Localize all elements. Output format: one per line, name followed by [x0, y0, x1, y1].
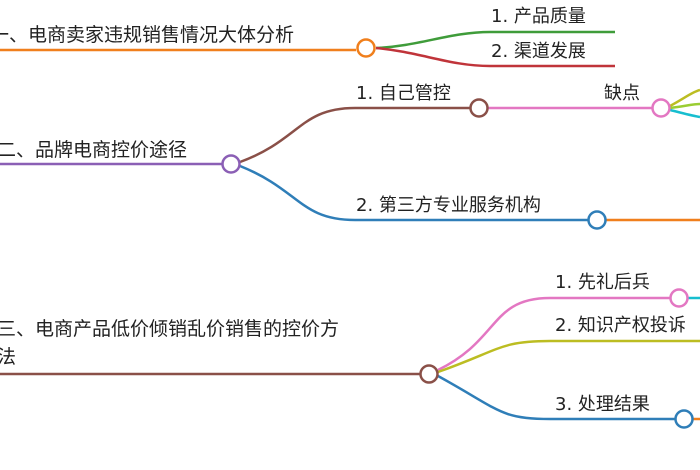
child-3-1-label[interactable]: 1. 先礼后兵: [555, 272, 650, 293]
connector-2-2: [239, 164, 588, 222]
connector-3-2: [437, 339, 700, 374]
child-3-3-node[interactable]: [674, 409, 694, 429]
connector-3-3: [437, 374, 675, 421]
child-3-3-label[interactable]: 3. 处理结果: [555, 394, 650, 415]
connector-1-2: [375, 46, 615, 68]
child-1-1-label[interactable]: 1. 产品质量: [491, 6, 586, 27]
grandchild-2-1-1-node[interactable]: [651, 98, 671, 118]
child-3-2-label[interactable]: 2. 知识产权投诉: [555, 315, 686, 336]
branch-1-label[interactable]: 一、电商卖家违规销售情况大体分析: [0, 24, 295, 46]
connector-2-1-1-out-2: [669, 102, 700, 110]
connector-2-1-1-out-1: [669, 88, 700, 108]
child-2-1-node[interactable]: [469, 98, 489, 118]
branch-2-node[interactable]: [221, 154, 241, 174]
branch-3-label[interactable]: 三、电商产品低价倾销乱价销售的控价方: [0, 318, 340, 340]
child-3-1-node[interactable]: [669, 288, 689, 308]
branch-3-node[interactable]: [419, 364, 439, 384]
branch-1-node[interactable]: [356, 38, 376, 58]
connector-3-1: [437, 296, 670, 372]
child-2-1-label[interactable]: 1. 自己管控: [356, 83, 451, 104]
child-2-2-label[interactable]: 2. 第三方专业服务机构: [356, 195, 541, 216]
branch-2-label[interactable]: 二、品牌电商控价途径: [0, 139, 188, 161]
branch-3-label-line2: 法: [0, 346, 17, 368]
connector-1-1: [375, 30, 615, 50]
connector-2-1-1-out-3: [669, 108, 700, 119]
connector-2-1: [239, 106, 471, 164]
child-2-2-node[interactable]: [587, 210, 607, 230]
child-1-2-label[interactable]: 2. 渠道发展: [491, 41, 586, 62]
grandchild-2-1-1-label[interactable]: 缺点: [604, 83, 640, 104]
